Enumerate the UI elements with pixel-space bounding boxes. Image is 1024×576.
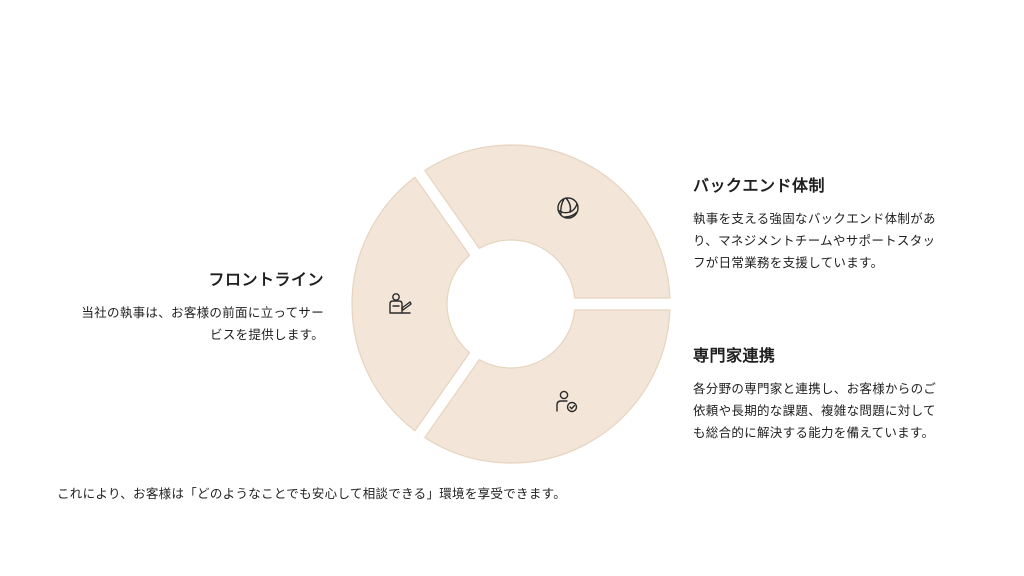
- verified-person-icon: [556, 390, 578, 413]
- section-title: 専門家連携: [693, 346, 776, 365]
- section-body: 執事を支える強固なバックエンド体制があ り、マネジメントチームやサポートスタッ …: [693, 211, 936, 270]
- section-title: フロントライン: [208, 270, 324, 289]
- segment-experts: [424, 309, 671, 464]
- footer-note: これにより、お客様は「どのようなことでも安心して相談できる」環境を享受できます。: [57, 486, 567, 501]
- section-body: 当社の執事は、お客様の前面に立ってサー ビスを提供します。: [81, 305, 324, 342]
- section-experts: 専門家連携 各分野の専門家と連携し、お客様からのご 依頼や長期的な課題、複雑な問…: [693, 342, 969, 444]
- section-body: 各分野の専門家と連携し、お客様からのご 依頼や長期的な課題、複雑な問題に対して …: [693, 381, 937, 440]
- section-title: バックエンド体制: [693, 176, 826, 195]
- segment-backend: [424, 144, 671, 299]
- section-backend: バックエンド体制 執事を支える強固なバックエンド体制があ り、マネジメントチーム…: [693, 172, 969, 274]
- section-frontline: フロントライン 当社の執事は、お客様の前面に立ってサー ビスを提供します。: [40, 266, 324, 346]
- person-signing-icon: [389, 293, 412, 314]
- volleyball-icon: [557, 197, 579, 219]
